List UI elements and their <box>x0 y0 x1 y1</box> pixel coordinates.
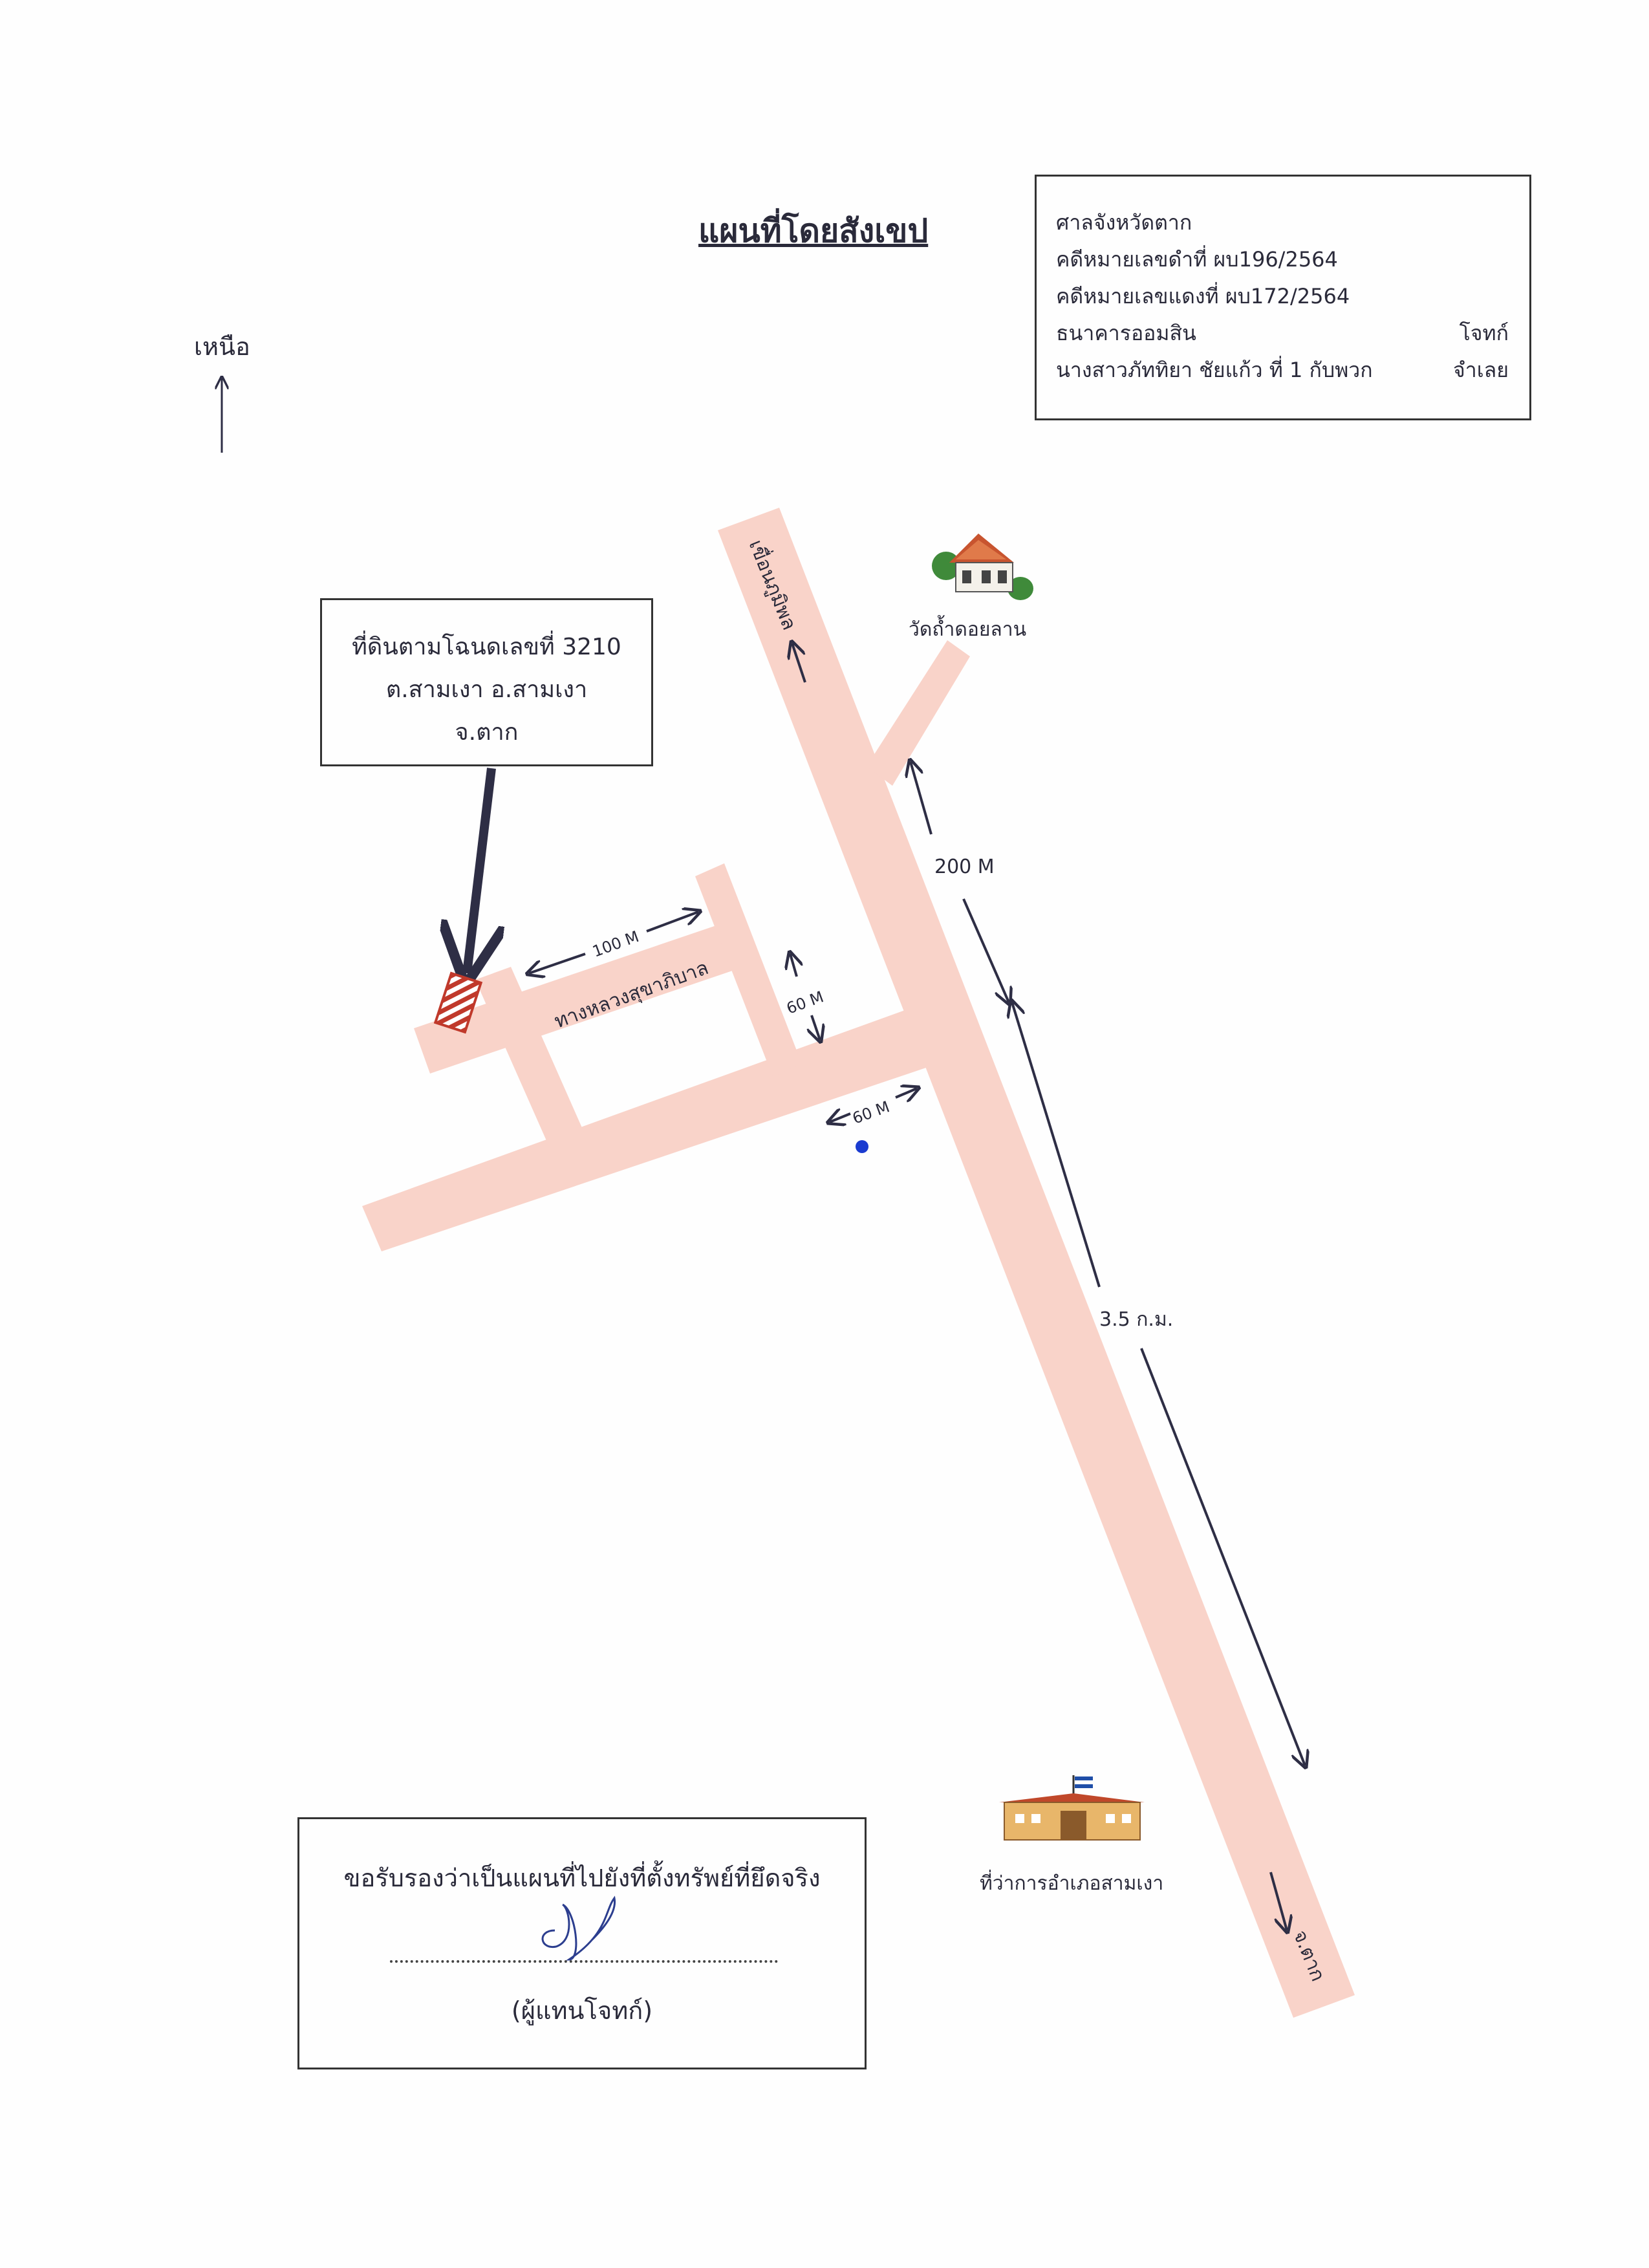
north-direction-arrow <box>792 643 806 683</box>
dist-label-60m-vertical: 60 M <box>784 988 826 1017</box>
north-label: เหนือ <box>194 332 250 361</box>
red-case-number: คดีหมายเลขแดงที่ ผบ172/2564 <box>1056 284 1350 308</box>
roads <box>362 508 1355 2018</box>
certification-box: ขอรับรองว่าเป็นแผนที่ไปยังที่ตั้งทรัพย์ท… <box>297 1817 867 2069</box>
200m-arrow-up <box>911 762 932 835</box>
upper-side-road <box>414 918 753 1074</box>
signer-label: (ผู้แทนโจทก์) <box>511 1996 653 2025</box>
3.5km-arrow-up <box>1012 1002 1101 1288</box>
land-pointer-arrow <box>467 768 491 973</box>
200m-arrow-down <box>962 898 1009 1002</box>
defendant-row: นางสาวภัททิยา ชัยแก้ว ที่ 1 กับพวก จำเลย <box>1056 354 1509 391</box>
land-plot-marker <box>433 971 483 1034</box>
dist-label-60m-horizontal: 60 M <box>850 1097 892 1127</box>
land-deed-box: ที่ดินตามโฉนดเลขที่ 3210 ต.สามเงา อ.สามเ… <box>320 598 653 766</box>
black-case-number: คดีหมายเลขดำที่ ผบ196/2564 <box>1056 247 1338 272</box>
plaintiff-name: ธนาคารออมสิน <box>1056 321 1196 345</box>
court-name: ศาลจังหวัดตาก <box>1056 210 1192 235</box>
main-road <box>718 508 1355 2018</box>
60m-v-arrow-down <box>812 1015 820 1040</box>
100m-arrow-right <box>646 912 698 933</box>
dist-label-3.5km: 3.5 ก.ม. <box>1099 1308 1173 1331</box>
case-info-box: ศาลจังหวัดตาก คดีหมายเลขดำที่ ผบ196/2564… <box>1035 175 1531 420</box>
60m-h-arrow-right <box>895 1088 917 1097</box>
connector-road-west <box>475 967 585 1148</box>
dist-label-200m: 200 M <box>934 856 995 878</box>
ink-blot <box>856 1140 868 1153</box>
60m-v-arrow-up <box>790 954 797 977</box>
60m-h-arrow-left <box>830 1114 851 1122</box>
certification-text: ขอรับรองว่าเป็นแผนที่ไปยังที่ตั้งทรัพย์ท… <box>343 1864 821 1892</box>
temple-label: วัดถ้ำดอยลาน <box>909 615 1026 641</box>
defendant-role: จำเลย <box>1452 358 1509 382</box>
temple-branch-road <box>867 640 970 786</box>
signature-line <box>390 1960 778 1963</box>
100m-arrow-left <box>529 953 586 973</box>
red-case-row: คดีหมายเลขแดงที่ ผบ172/2564 <box>1056 280 1509 317</box>
court-row: ศาลจังหวัดตาก <box>1056 206 1509 243</box>
signature-mark <box>541 1895 616 1961</box>
temple-icon <box>932 534 1033 600</box>
district-office-label: ที่ว่าการอำเภอสามเงา <box>980 1870 1163 1895</box>
plaintiff-role: โจทก์ <box>1459 321 1509 345</box>
south-direction-arrow <box>1269 1872 1287 1930</box>
district-office-icon <box>999 1775 1145 1841</box>
map-title: แผนที่โดยสังเขป <box>698 212 929 250</box>
black-case-row: คดีหมายเลขดำที่ ผบ196/2564 <box>1056 243 1509 280</box>
3.5km-arrow-down <box>1140 1348 1305 1766</box>
connector-road-east <box>695 863 802 1077</box>
deed-province: จ.ตาก <box>455 719 519 746</box>
plaintiff-row: ธนาคารออมสิน โจทก์ <box>1056 317 1509 354</box>
defendant-name: นางสาวภัททิยา ชัยแก้ว ที่ 1 กับพวก <box>1056 358 1373 382</box>
deed-subdistrict-district: ต.สามเงา อ.สามเงา <box>385 676 588 703</box>
deed-number: ที่ดินตามโฉนดเลขที่ 3210 <box>352 634 621 660</box>
